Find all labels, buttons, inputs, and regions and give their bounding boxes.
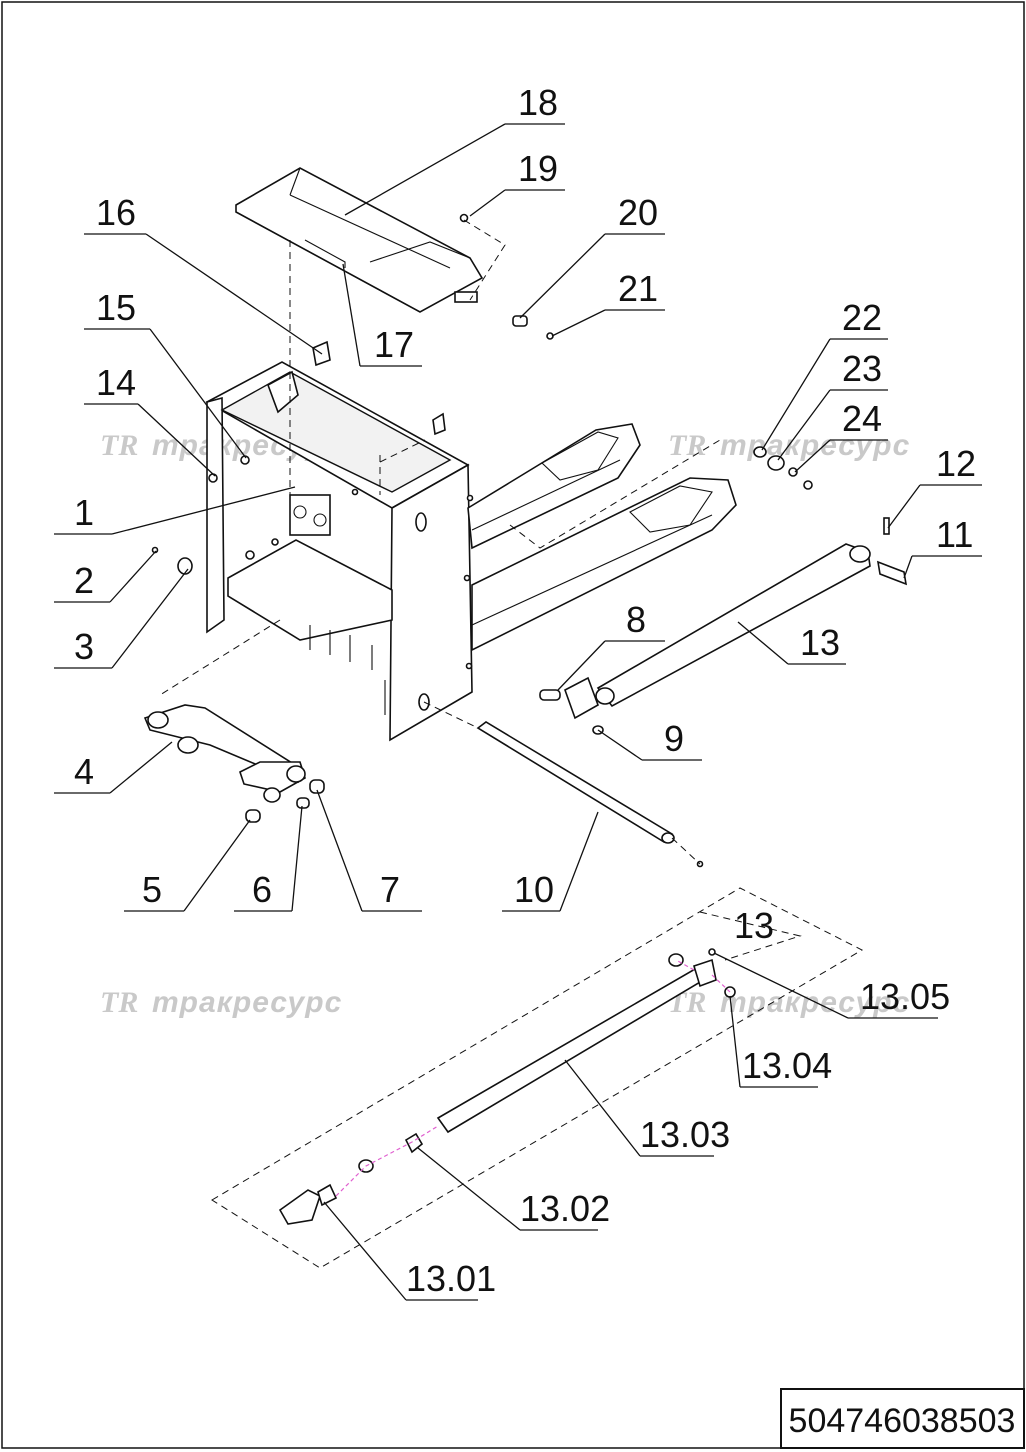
watermark-top-right: TR тракресурс — [668, 429, 910, 462]
detail-view-13 — [211, 887, 864, 1269]
callout-13-05: 13.05 — [860, 976, 950, 1017]
callout-3: 3 — [74, 626, 94, 667]
callout-13: 13 — [800, 622, 840, 663]
callout-13-04: 13.04 — [742, 1045, 832, 1086]
callout-9: 9 — [664, 718, 684, 759]
callout-12: 12 — [936, 443, 976, 484]
callout-23: 23 — [842, 348, 882, 389]
part-number-stamp: 504746038503 — [780, 1388, 1025, 1449]
callout-numbers: 18 19 20 21 16 15 14 17 1 2 3 4 5 6 7 10… — [74, 82, 976, 1299]
part-13-pull-rod — [595, 517, 908, 708]
assembly-dash-lines — [159, 219, 721, 865]
forks — [467, 423, 737, 652]
callout-10: 10 — [514, 869, 554, 910]
callout-24: 24 — [842, 398, 882, 439]
callout-8: 8 — [626, 599, 646, 640]
part-18-cover-plate — [235, 167, 484, 313]
callout-17: 17 — [374, 324, 414, 365]
detail-label-box — [699, 911, 802, 961]
callout-18: 18 — [518, 82, 558, 123]
detail-boundary — [211, 887, 864, 1269]
callout-7: 7 — [380, 869, 400, 910]
callout-4: 4 — [74, 751, 94, 792]
parts-5-6-7-pins — [245, 779, 325, 823]
watermark-logo: TR — [668, 429, 706, 462]
part-number-text: 504746038503 — [789, 1402, 1016, 1440]
callout-2: 2 — [74, 560, 94, 601]
callout-15: 15 — [96, 287, 136, 328]
callout-21: 21 — [618, 268, 658, 309]
callout-20: 20 — [618, 192, 658, 233]
watermark-logo: TR — [100, 986, 138, 1019]
callout-1: 1 — [74, 492, 94, 533]
part-4-axle-assembly — [143, 704, 306, 803]
part-1-main-frame — [205, 340, 474, 742]
parts-8-9-clevis — [539, 676, 604, 735]
callout-22: 22 — [842, 297, 882, 338]
leader-lines — [54, 123, 982, 1301]
callout-5: 5 — [142, 869, 162, 910]
callout-13-02: 13.02 — [520, 1188, 610, 1229]
watermark-text: тракресурс — [152, 986, 342, 1019]
callout-13-detail: 13 — [734, 905, 774, 946]
callout-14: 14 — [96, 362, 136, 403]
watermark-mid-left: TR тракресурс — [100, 986, 342, 1019]
watermark-logo: TR — [100, 429, 138, 462]
callout-13-01: 13.01 — [406, 1258, 496, 1299]
callout-11: 11 — [936, 514, 973, 555]
callout-6: 6 — [252, 869, 272, 910]
callout-13-03: 13.03 — [640, 1114, 730, 1155]
callout-16: 16 — [96, 192, 136, 233]
callout-19: 19 — [518, 148, 558, 189]
part-10-rod — [476, 721, 704, 868]
watermark-text: тракресурс — [720, 429, 910, 462]
